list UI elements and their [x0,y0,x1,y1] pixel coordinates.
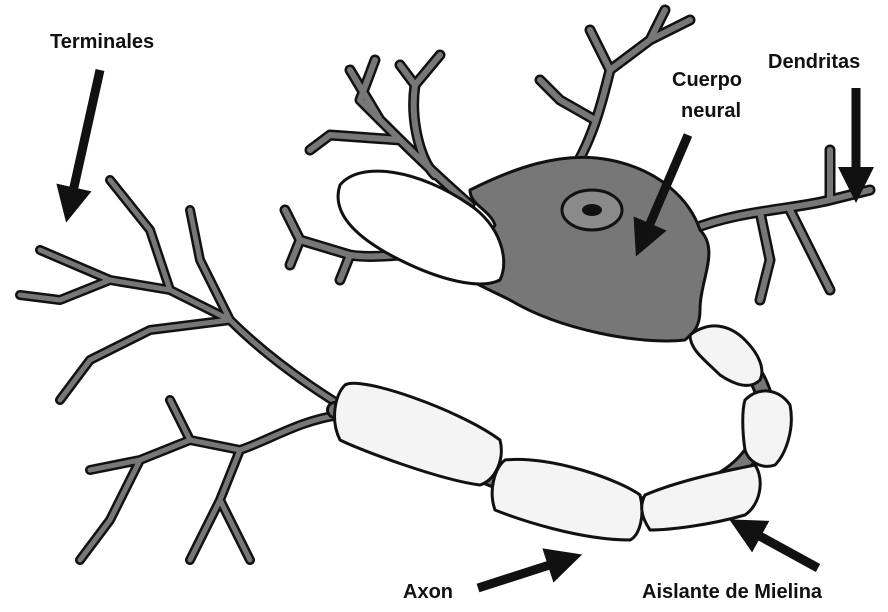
nucleolus [582,204,602,216]
myelin-segment [335,383,502,485]
arrow-terminales [70,70,100,205]
arrow-mielina [745,528,818,568]
myelin-segment [690,326,762,386]
myelin-segment [492,459,642,540]
myelin-segment [642,465,760,530]
myelin-sheath [335,326,792,540]
label-mielina: Aislante de Mielina [642,581,823,603]
label-cuerpo-line1: Cuerpo [672,69,742,91]
label-terminales: Terminales [50,31,154,53]
label-cuerpo-line2: neural [681,100,741,122]
arrow-axon [478,560,565,588]
myelin-segment [743,391,792,466]
label-dendritas: Dendritas [768,51,860,73]
axon-terminals [20,180,340,560]
label-axon: Axon [403,581,453,603]
